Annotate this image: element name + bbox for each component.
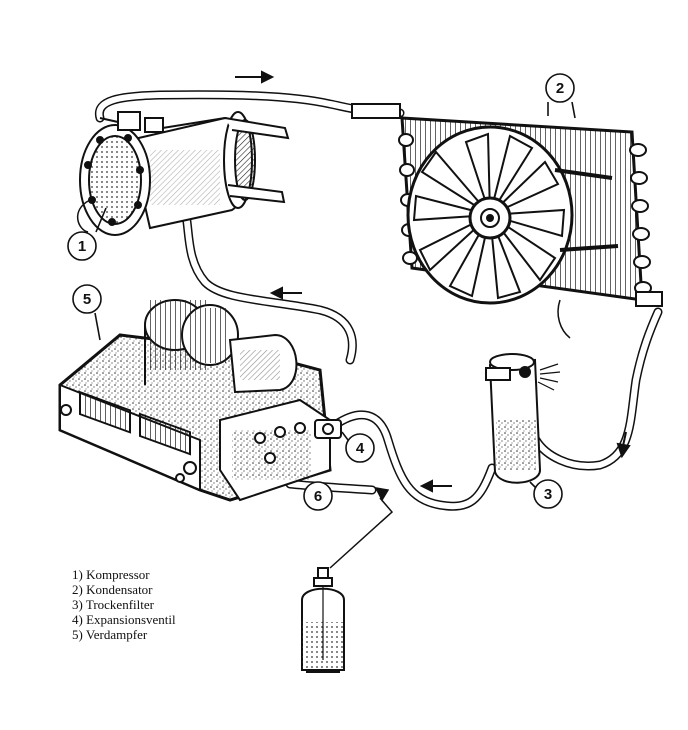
callout-3	[533, 479, 563, 509]
callout-2	[545, 73, 575, 103]
callout-6-label: 6	[314, 488, 322, 505]
callout-5-label: 5	[83, 291, 91, 308]
legend-item-expansionsventil: 4) Expansionsventil	[72, 612, 176, 627]
callout-4-label: 4	[356, 440, 365, 457]
callout-5	[72, 284, 102, 314]
compressor	[77, 111, 290, 236]
legend-item-kondensator: 2) Kondensator	[72, 582, 153, 597]
callout-6	[303, 481, 333, 511]
legend-item-trockenfilter: 3) Trockenfilter	[72, 597, 154, 612]
condenser	[351, 103, 663, 339]
receiver-drier	[485, 353, 561, 484]
expansion-valve	[314, 419, 342, 439]
evaporator	[58, 299, 332, 502]
callout-1-label: 1	[78, 238, 86, 255]
callout-3-label: 3	[544, 486, 552, 503]
callouts: 1 2 3 4 5 6	[67, 73, 576, 511]
refrigerant-can	[301, 567, 345, 673]
legend: 1) Kompressor 2) Kondensator 3) Trockenf…	[72, 567, 176, 642]
flow-arrows	[235, 70, 631, 493]
callout-4	[345, 433, 375, 463]
charging-hose	[329, 487, 394, 569]
legend-item-kompressor: 1) Kompressor	[72, 567, 150, 582]
legend-item-verdampfer: 5) Verdampfer	[72, 627, 148, 642]
callout-2-label: 2	[556, 80, 564, 97]
callout-1	[67, 231, 97, 261]
